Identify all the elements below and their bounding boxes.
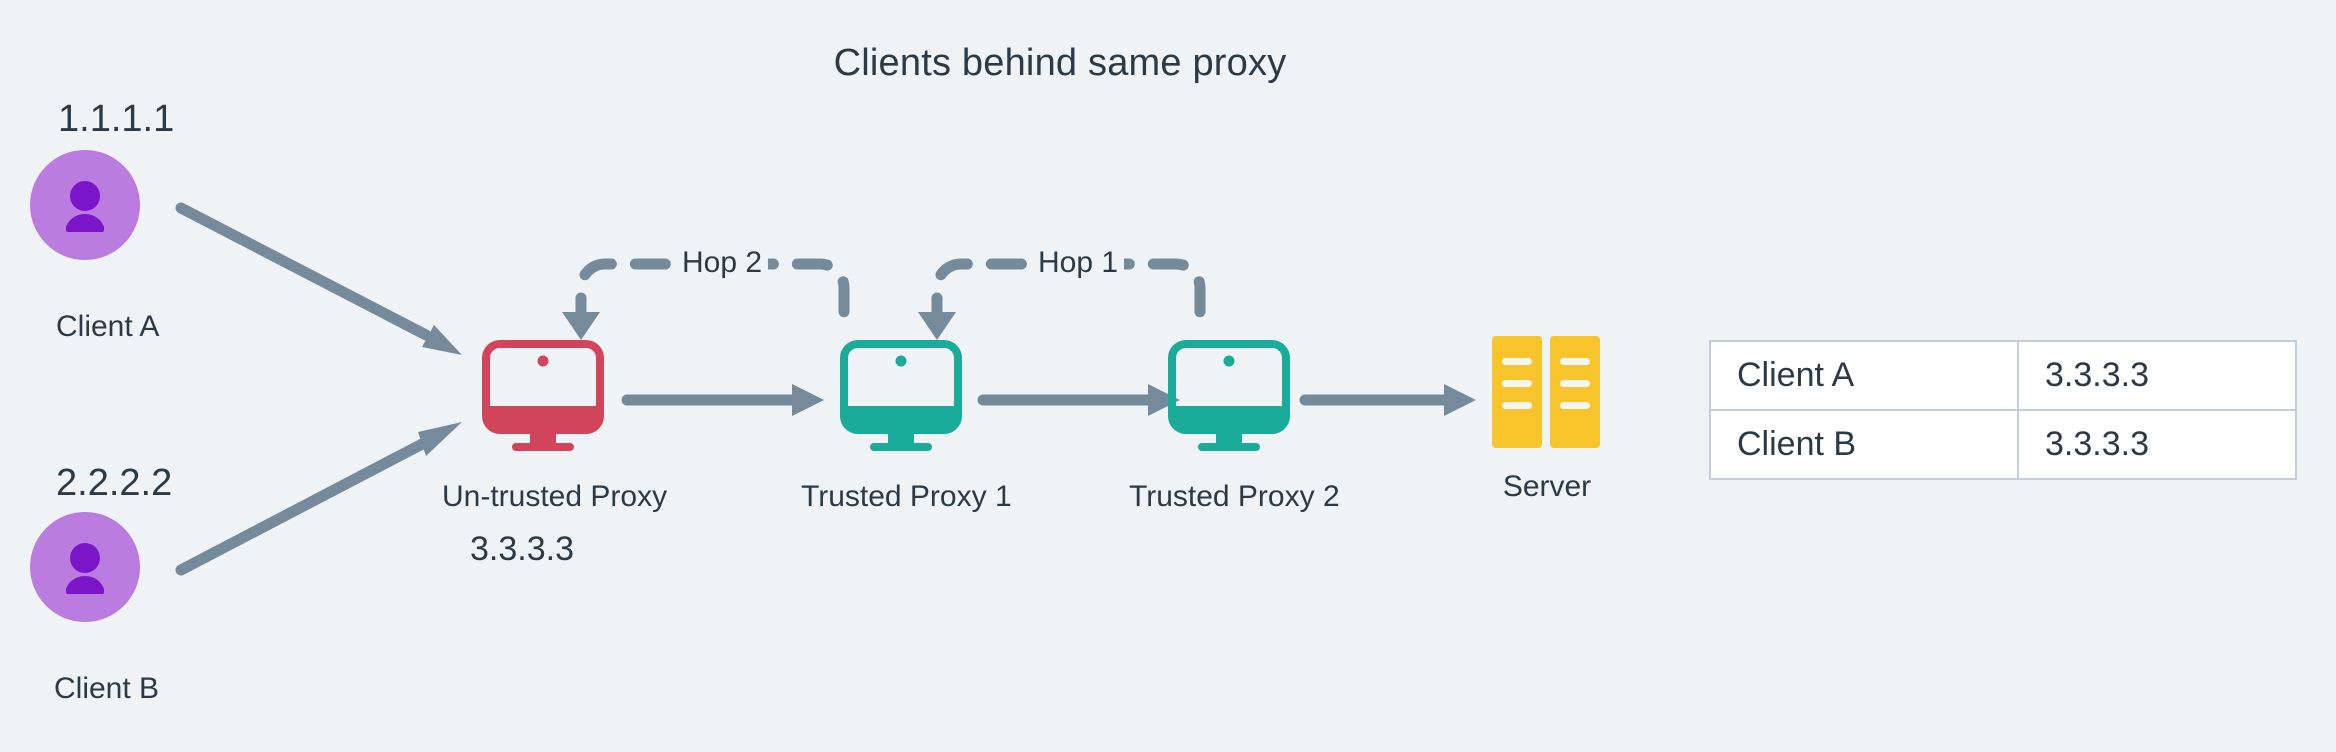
person-icon xyxy=(66,181,104,232)
node-trusted-proxy-1-label: Trusted Proxy 1 xyxy=(801,480,1012,513)
node-trusted-proxy-1 xyxy=(840,340,962,455)
arrow-trusted-2-to-server xyxy=(1299,384,1476,416)
node-untrusted-proxy-ip: 3.3.3.3 xyxy=(470,530,574,568)
node-untrusted-proxy xyxy=(482,340,604,455)
arrow-client-a-to-untrusted-proxy xyxy=(175,202,462,355)
table-cell-client-ip: 3.3.3.3 xyxy=(2017,340,2297,411)
client-b-ip: 2.2.2.2 xyxy=(56,462,173,504)
page-title: Clients behind same proxy xyxy=(833,42,1287,84)
client-a-avatar xyxy=(30,150,140,260)
monitor-icon xyxy=(482,340,604,451)
table-cell-client-name: Client B xyxy=(1709,409,2019,480)
client-a-ip: 1.1.1.1 xyxy=(58,98,175,140)
monitor-icon xyxy=(840,340,962,451)
client-b-label: Client B xyxy=(54,672,160,705)
table-row: Client B 3.3.3.3 xyxy=(1709,409,2297,480)
client-ip-mapping-table: Client A 3.3.3.3 Client B 3.3.3.3 xyxy=(1709,340,2297,480)
arrow-untrusted-to-trusted-1 xyxy=(621,384,824,416)
client-a-label: Client A xyxy=(56,310,160,343)
node-trusted-proxy-2 xyxy=(1168,340,1290,455)
table-cell-client-ip: 3.3.3.3 xyxy=(2017,409,2297,480)
node-trusted-proxy-2-label: Trusted Proxy 2 xyxy=(1129,480,1340,513)
monitor-icon xyxy=(1168,340,1290,451)
table-row: Client A 3.3.3.3 xyxy=(1709,340,2297,411)
node-untrusted-proxy-label: Un-trusted Proxy xyxy=(442,480,668,513)
table-cell-client-name: Client A xyxy=(1709,340,2019,411)
node-server-label: Server xyxy=(1502,470,1592,503)
client-b-avatar xyxy=(30,512,140,622)
arrow-trusted-1-to-trusted-2 xyxy=(977,384,1180,416)
person-icon xyxy=(66,543,104,594)
server-icon xyxy=(1492,336,1600,448)
arrow-client-b-to-untrusted-proxy xyxy=(175,422,462,576)
hop-2-label: Hop 2 xyxy=(676,248,769,278)
hop-1-label: Hop 1 xyxy=(1032,248,1125,278)
node-server xyxy=(1492,336,1602,453)
